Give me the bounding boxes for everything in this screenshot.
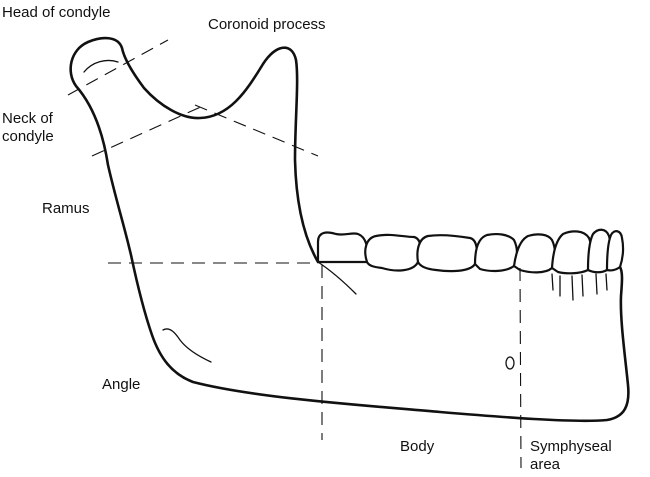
root-line <box>552 274 553 290</box>
neck-line-right <box>195 105 318 156</box>
label-symphyseal-line1: Symphyseal <box>530 438 612 455</box>
root-line <box>572 276 573 300</box>
mandible-outline <box>71 38 629 421</box>
symphyseal-line <box>520 268 521 468</box>
label-angle: Angle <box>102 376 140 393</box>
label-ramus: Ramus <box>42 200 90 217</box>
root-line <box>582 275 583 296</box>
label-neck-of-condyle-line1: Neck of <box>2 110 54 127</box>
teeth-row <box>318 230 623 274</box>
root-lines <box>552 274 607 300</box>
condyle-head-line <box>68 40 168 95</box>
label-coronoid-process: Coronoid process <box>208 16 326 33</box>
canine <box>552 231 592 273</box>
molar-1 <box>318 233 368 262</box>
label-body: Body <box>400 438 435 455</box>
molar-3 <box>417 235 476 271</box>
angle-ridge-mark <box>163 329 211 362</box>
premolar-1 <box>475 234 517 271</box>
root-line <box>606 274 607 290</box>
label-head-of-condyle: Head of condyle <box>2 4 110 21</box>
oblique-ridge <box>318 262 356 294</box>
mental-foramen <box>506 357 514 369</box>
label-symphyseal-line2: area <box>530 456 561 473</box>
molar-2 <box>365 235 420 271</box>
incisor-2 <box>607 231 623 270</box>
premolar-2 <box>514 234 555 272</box>
label-neck-of-condyle-line2: condyle <box>2 128 54 145</box>
root-line <box>596 274 597 294</box>
neck-line-left <box>92 105 205 156</box>
